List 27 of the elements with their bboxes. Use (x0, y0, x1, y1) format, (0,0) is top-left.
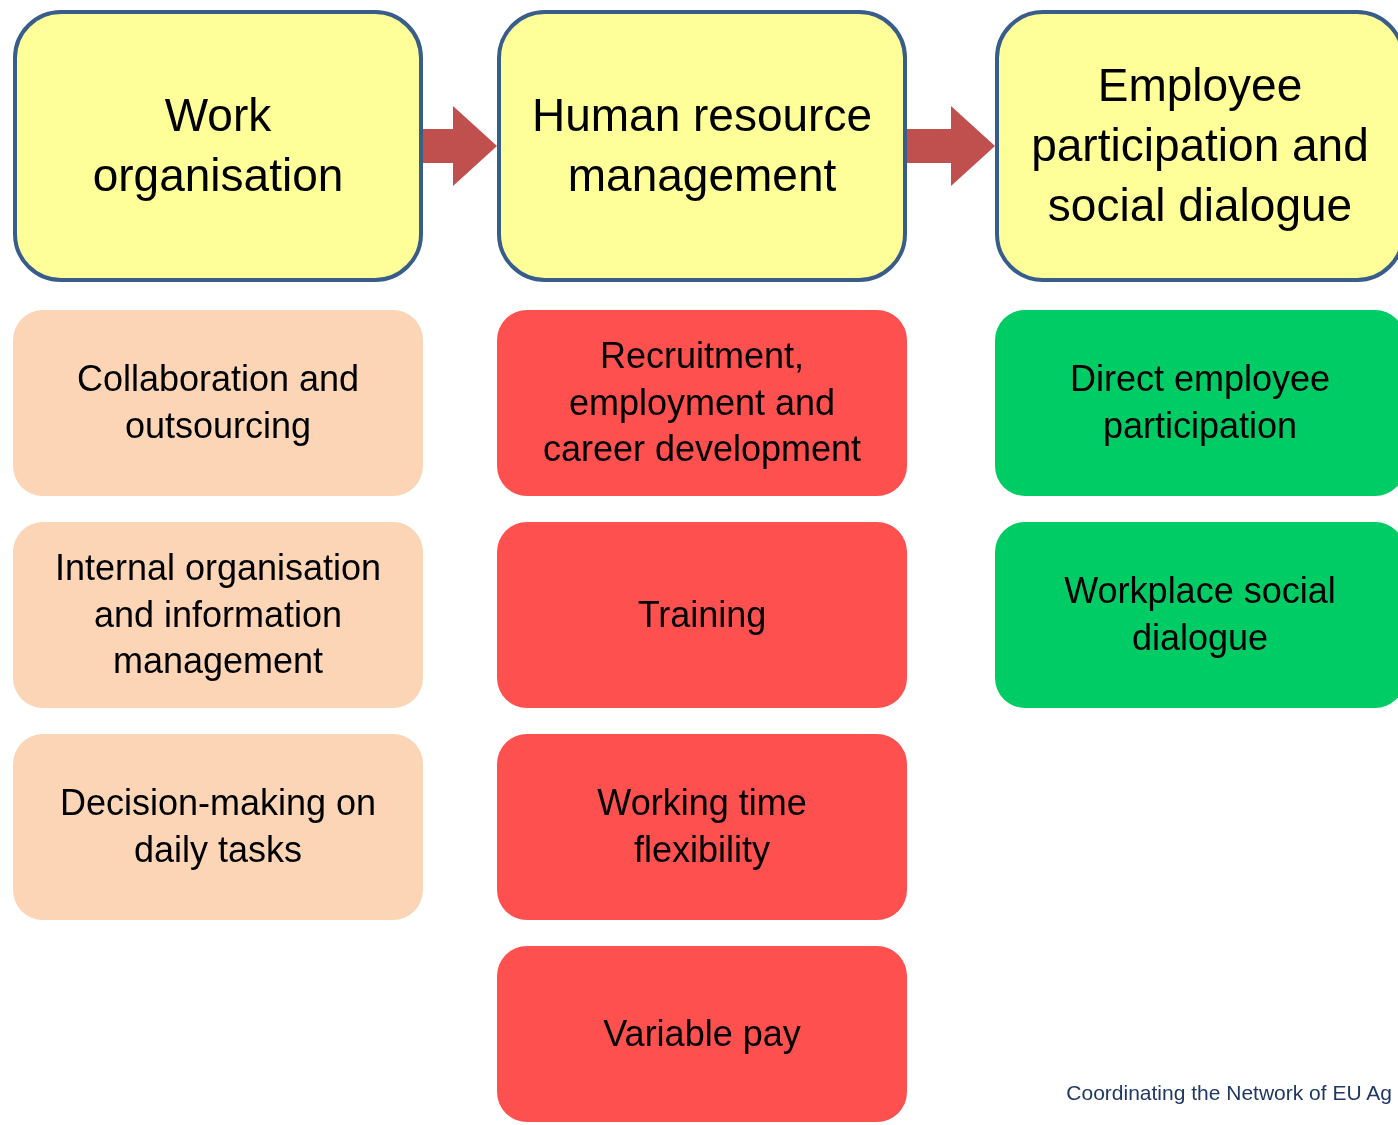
box-label: Human resource management (530, 88, 873, 203)
box-label: Collaboration and outsourcing (75, 357, 361, 448)
block-arrow (423, 106, 497, 186)
box-label: Training (637, 592, 767, 637)
box-label: Recruitment, employment and career development (541, 333, 863, 472)
block-arrow (907, 106, 995, 186)
box-label: Variable pay (603, 1011, 801, 1056)
box-label: Workplace social dialogue (1063, 569, 1337, 660)
header-box (995, 10, 1398, 282)
box-label: Internal organisation and information management (53, 545, 383, 684)
footer-text: Coordinating the Network of EU Ag (1066, 1081, 1392, 1105)
process-box (497, 946, 907, 1122)
header-box (13, 10, 423, 282)
box-label: Direct employee participation (1068, 357, 1332, 448)
box-label: Work organisation (91, 88, 345, 203)
process-box (995, 522, 1398, 708)
process-box (13, 522, 423, 708)
box-label: Decision-making on daily tasks (58, 781, 378, 872)
process-box (995, 310, 1398, 496)
box-label: Working time flexibility (596, 781, 808, 872)
process-box (497, 734, 907, 920)
process-box (497, 310, 907, 496)
box-label: Employee participation and social dialogue (1030, 58, 1370, 233)
process-box (497, 522, 907, 708)
process-box (13, 310, 423, 496)
header-box (497, 10, 907, 282)
process-box (13, 734, 423, 920)
